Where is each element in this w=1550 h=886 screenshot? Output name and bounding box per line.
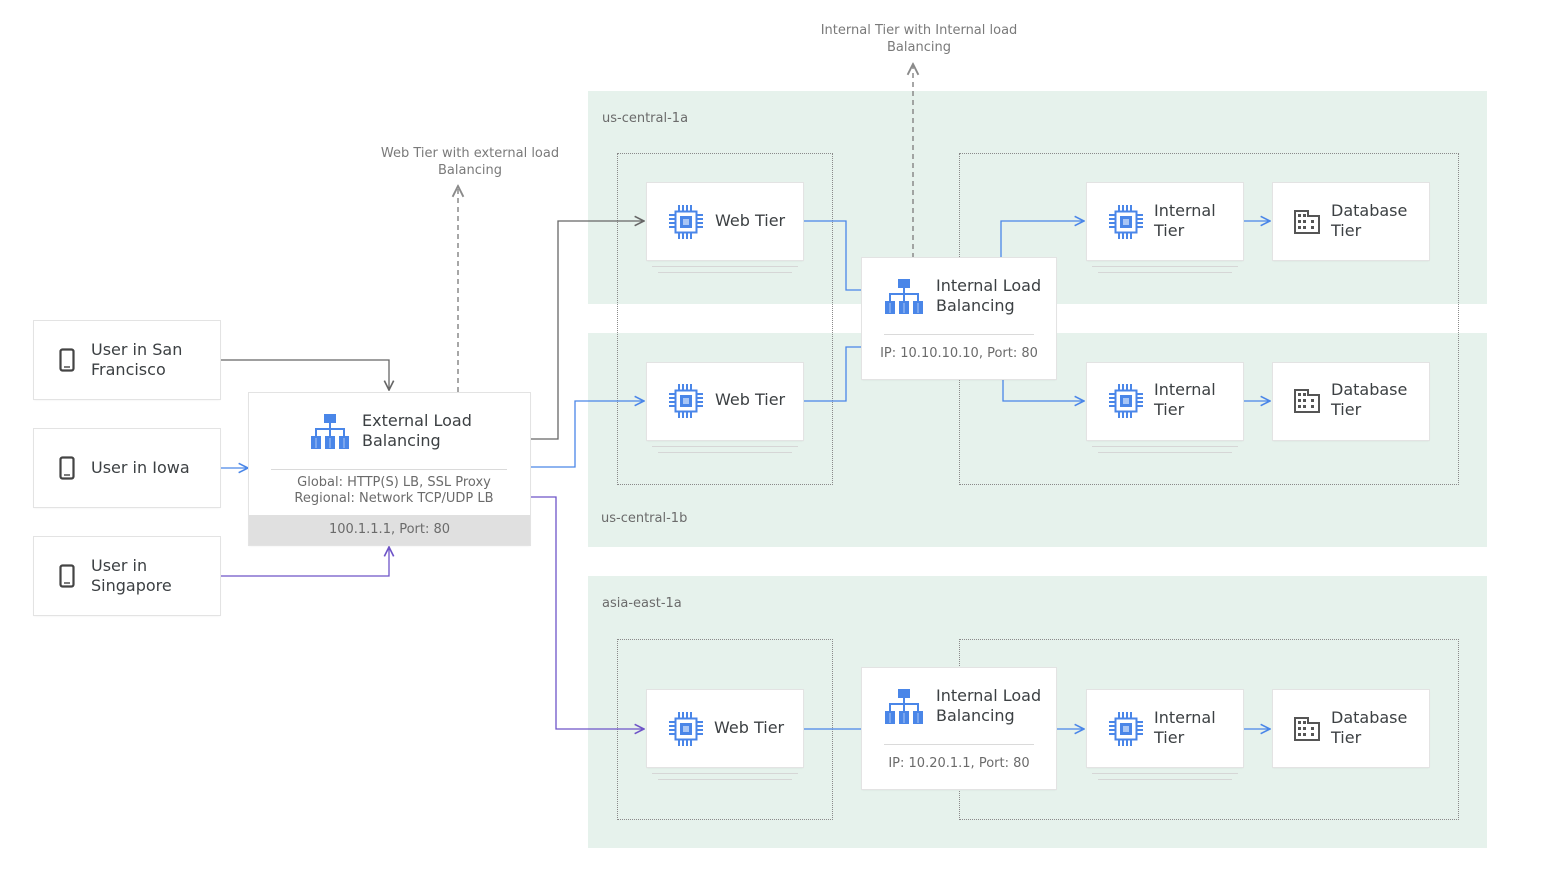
phone-icon: [59, 564, 75, 588]
external-load-balancing-card[interactable]: External Load Balancing Global: HTTP(S) …: [249, 393, 530, 545]
database-tier-label: Database Tier: [1331, 708, 1408, 747]
annotation-web-tier-external: Web Tier with external load Balancing: [380, 146, 560, 178]
external-lb-global: Global: HTTP(S) LB, SSL Proxy: [297, 475, 491, 490]
phone-icon: [59, 348, 75, 372]
internal-tier-card-us-central-1b[interactable]: Internal Tier: [1087, 363, 1243, 440]
web-tier-stack-line: [658, 272, 792, 273]
database-tier-label: Database Tier: [1331, 201, 1408, 240]
arrow-elb-to-web-asia: [530, 496, 644, 729]
building-icon: [1294, 717, 1320, 741]
internal-tier-stack-line: [1092, 266, 1238, 267]
web-tier-label: Web Tier: [715, 390, 786, 409]
web-tier-group-us: [617, 153, 833, 485]
internal-lb-title: Internal Load Balancing: [936, 276, 1042, 315]
arrow-singapore-to-elb: [220, 547, 389, 577]
line-web-1b-to-ilb: [804, 346, 862, 402]
compute-engine-icon: [669, 712, 703, 746]
external-lb-divider: [271, 469, 507, 470]
internal-tier-label: Internal Tier: [1154, 201, 1216, 240]
external-lb-ip: 100.1.1.1, Port: 80: [249, 515, 530, 545]
compute-engine-icon: [669, 384, 703, 418]
external-lb-regional: Regional: Network TCP/UDP LB: [294, 491, 494, 506]
arrow-ilb-to-internal-1a: [1000, 221, 1084, 258]
compute-engine-icon: [1109, 384, 1143, 418]
internal-tier-stack-line: [1098, 452, 1232, 453]
internal-lb-ip: IP: 10.20.1.1, Port: 80: [888, 756, 1030, 771]
building-icon: [1294, 210, 1320, 234]
web-tier-card-asia-east-1a[interactable]: Web Tier: [647, 690, 803, 767]
compute-engine-icon: [669, 205, 703, 239]
external-lb-title: External Load Balancing: [362, 411, 472, 450]
internal-tier-stack-line: [1098, 272, 1232, 273]
arrow-elb-to-web-1b: [530, 401, 644, 468]
internal-tier-stack-line: [1092, 446, 1238, 447]
user-card-iowa[interactable]: User in Iowa: [34, 429, 220, 507]
internal-lb-divider: [884, 334, 1034, 335]
user-label-singapore: User in Singapore: [91, 556, 172, 595]
load-balancer-icon: [885, 279, 923, 314]
internal-tier-stack-line: [1092, 773, 1238, 774]
arrow-ilb-to-internal-1b: [1002, 380, 1084, 401]
internal-load-balancing-card-us[interactable]: Internal Load Balancing IP: 10.10.10.10,…: [862, 258, 1056, 379]
internal-lb-divider: [884, 744, 1034, 745]
internal-tier-label: Internal Tier: [1154, 380, 1216, 419]
internal-tier-stack-line: [1098, 779, 1232, 780]
internal-lb-ip: IP: 10.10.10.10, Port: 80: [880, 346, 1038, 361]
database-tier-card-us-central-1b[interactable]: Database Tier: [1273, 363, 1429, 440]
web-tier-card-us-central-1b[interactable]: Web Tier: [647, 363, 803, 440]
annotation-internal-tier-internal: Internal Tier with Internal load Balanci…: [820, 23, 1018, 55]
load-balancer-icon: [885, 689, 923, 724]
database-tier-card-asia-east-1a[interactable]: Database Tier: [1273, 690, 1429, 767]
web-tier-stack-line: [652, 446, 798, 447]
user-label-san-francisco: User in San Francisco: [91, 340, 183, 379]
arrow-sf-to-elb: [220, 359, 389, 390]
web-tier-stack-line: [658, 779, 792, 780]
phone-icon: [59, 456, 75, 480]
web-tier-card-us-central-1a[interactable]: Web Tier: [647, 183, 803, 260]
arrow-elb-to-web-1a: [530, 221, 644, 440]
database-tier-card-us-central-1a[interactable]: Database Tier: [1273, 183, 1429, 260]
user-card-singapore[interactable]: User in Singapore: [34, 537, 220, 615]
web-tier-label: Web Tier: [715, 211, 786, 230]
load-balancer-icon: [311, 414, 349, 449]
zone-label-us-central-1a: us-central-1a: [602, 111, 689, 126]
compute-engine-icon: [1109, 205, 1143, 239]
internal-load-balancing-card-asia[interactable]: Internal Load Balancing IP: 10.20.1.1, P…: [862, 668, 1056, 789]
internal-tier-label: Internal Tier: [1154, 708, 1216, 747]
internal-tier-card-asia-east-1a[interactable]: Internal Tier: [1087, 690, 1243, 767]
database-tier-label: Database Tier: [1331, 380, 1408, 419]
web-tier-stack-line: [652, 266, 798, 267]
internal-lb-title: Internal Load Balancing: [936, 686, 1042, 725]
zone-label-us-central-1b: us-central-1b: [601, 511, 688, 526]
building-icon: [1294, 389, 1320, 413]
web-tier-stack-line: [658, 452, 792, 453]
web-tier-label: Web Tier: [714, 718, 785, 737]
user-label-iowa: User in Iowa: [91, 458, 190, 477]
internal-tier-card-us-central-1a[interactable]: Internal Tier: [1087, 183, 1243, 260]
user-card-san-francisco[interactable]: User in San Francisco: [34, 321, 220, 399]
compute-engine-icon: [1109, 712, 1143, 746]
line-web-1a-to-ilb: [804, 220, 862, 291]
zone-label-asia-east-1a: asia-east-1a: [602, 596, 682, 611]
web-tier-stack-line: [652, 773, 798, 774]
